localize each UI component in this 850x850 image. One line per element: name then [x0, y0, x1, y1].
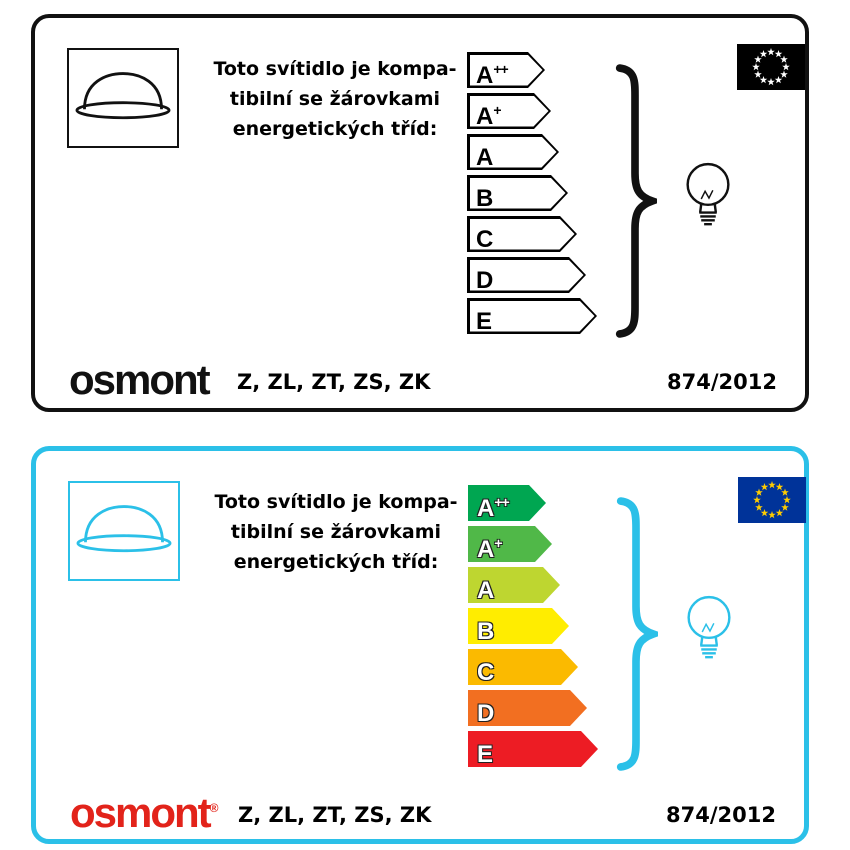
eu-flag-icon — [738, 477, 806, 523]
arrow-fill — [470, 301, 595, 332]
class-label: E — [476, 308, 493, 335]
arrow-fill — [471, 611, 567, 642]
energy-class-a-plus: A+ — [467, 93, 551, 129]
energy-class-d: D — [468, 690, 587, 726]
arrow-fill — [471, 570, 558, 601]
energy-class-a-plus-plus: A++ — [468, 485, 546, 521]
class-label: A++ — [477, 494, 509, 522]
energy-class-a: A — [468, 567, 560, 603]
energy-class-c: C — [468, 649, 578, 685]
class-label: E — [477, 741, 494, 768]
model-codes: Z, ZL, ZT, ZS, ZK — [238, 803, 432, 827]
energy-class-e: E — [467, 298, 597, 334]
light-bulb-icon — [677, 158, 739, 244]
energy-class-a: A — [467, 134, 559, 170]
arrow-fill — [470, 55, 543, 86]
curly-brace-icon — [613, 60, 664, 346]
class-label: D — [476, 267, 494, 294]
eu-flag-icon — [737, 44, 805, 90]
arrow-fill — [471, 734, 596, 765]
energy-label-card-mono: Toto svítidlo je kompa- tibilní se žárov… — [31, 14, 809, 412]
ceiling-lamp-icon — [67, 48, 179, 148]
compat-line-3: energetických tříd: — [233, 551, 439, 573]
energy-class-a-plus-plus: A++ — [467, 52, 545, 88]
compat-line-2: tibilní se žárovkami — [230, 521, 442, 543]
arrow-fill — [471, 693, 585, 724]
class-label: B — [477, 618, 495, 645]
ceiling-lamp-icon — [68, 481, 180, 581]
class-label: C — [476, 226, 494, 253]
compatibility-text: Toto svítidlo je kompa- tibilní se žárov… — [186, 487, 486, 577]
compat-line-2: tibilní se žárovkami — [229, 88, 441, 110]
arrow-fill — [470, 178, 566, 209]
model-codes: Z, ZL, ZT, ZS, ZK — [237, 370, 431, 394]
osmont-logo: osmont — [69, 356, 211, 403]
compat-line-1: Toto svítidlo je kompa- — [214, 491, 458, 513]
arrow-fill — [470, 96, 549, 127]
arrow-fill — [471, 652, 576, 683]
energy-class-a-plus: A+ — [468, 526, 552, 562]
energy-label-card-color: Toto svítidlo je kompa- tibilní se žárov… — [31, 446, 809, 844]
energy-class-b: B — [468, 608, 569, 644]
class-label: C — [477, 659, 495, 686]
arrow-fill — [471, 488, 544, 519]
arrow-fill — [471, 529, 550, 560]
arrow-fill — [470, 219, 575, 250]
class-label: A — [477, 577, 495, 604]
compatibility-text: Toto svítidlo je kompa- tibilní se žárov… — [185, 54, 485, 144]
class-label: D — [477, 700, 495, 727]
compat-line-3: energetických tříd: — [232, 118, 438, 140]
energy-class-list: A++ A+ A B C D — [467, 52, 597, 339]
energy-class-c: C — [467, 216, 577, 252]
energy-class-d: D — [467, 257, 586, 293]
energy-class-b: B — [467, 175, 568, 211]
class-label: A — [476, 144, 494, 171]
energy-class-list: A++ A+ A B C D — [468, 485, 598, 772]
regulation-number: 874/2012 — [667, 370, 777, 394]
class-label: B — [476, 185, 494, 212]
compat-line-1: Toto svítidlo je kompa- — [213, 58, 457, 80]
curly-brace-icon — [614, 493, 665, 779]
light-bulb-icon — [678, 591, 740, 677]
class-label: A+ — [477, 535, 502, 563]
regulation-number: 874/2012 — [666, 803, 776, 827]
class-label: A++ — [476, 61, 508, 89]
class-label: A+ — [476, 102, 501, 130]
energy-class-e: E — [468, 731, 598, 767]
arrow-fill — [470, 260, 584, 291]
osmont-logo: osmont® — [70, 789, 219, 836]
arrow-fill — [470, 137, 557, 168]
